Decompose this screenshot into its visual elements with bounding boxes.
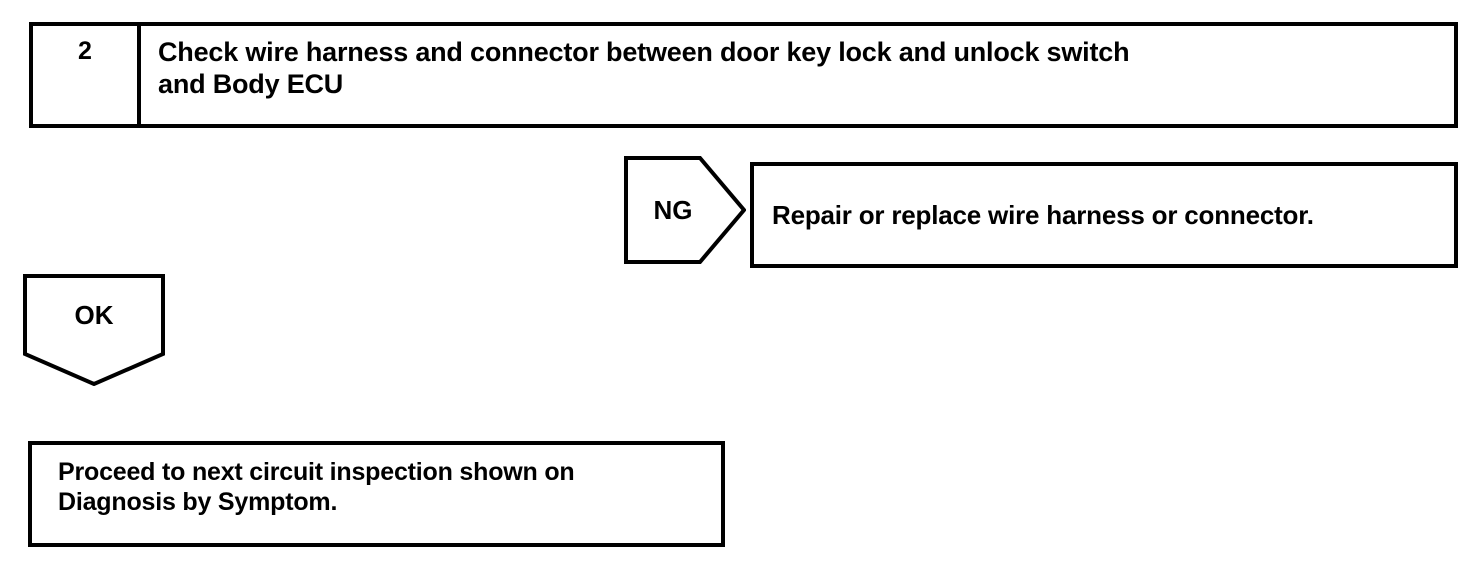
ng-result-text: Repair or replace wire harness or connec… — [772, 199, 1314, 230]
ng-branch-arrow — [624, 156, 746, 264]
step-number-cell: 2 — [33, 26, 141, 124]
ok-branch-arrow — [23, 274, 165, 386]
ok-result-box: Proceed to next circuit inspection shown… — [28, 441, 725, 547]
ok-result-text: Proceed to next circuit inspection shown… — [58, 458, 575, 516]
ng-result-box: Repair or replace wire harness or connec… — [750, 162, 1458, 268]
step-instruction-text: Check wire harness and connector between… — [158, 37, 1130, 99]
step-text-cell: Check wire harness and connector between… — [141, 26, 1454, 124]
step-instruction-box: 2 Check wire harness and connector betwe… — [29, 22, 1458, 128]
step-number: 2 — [78, 37, 92, 65]
